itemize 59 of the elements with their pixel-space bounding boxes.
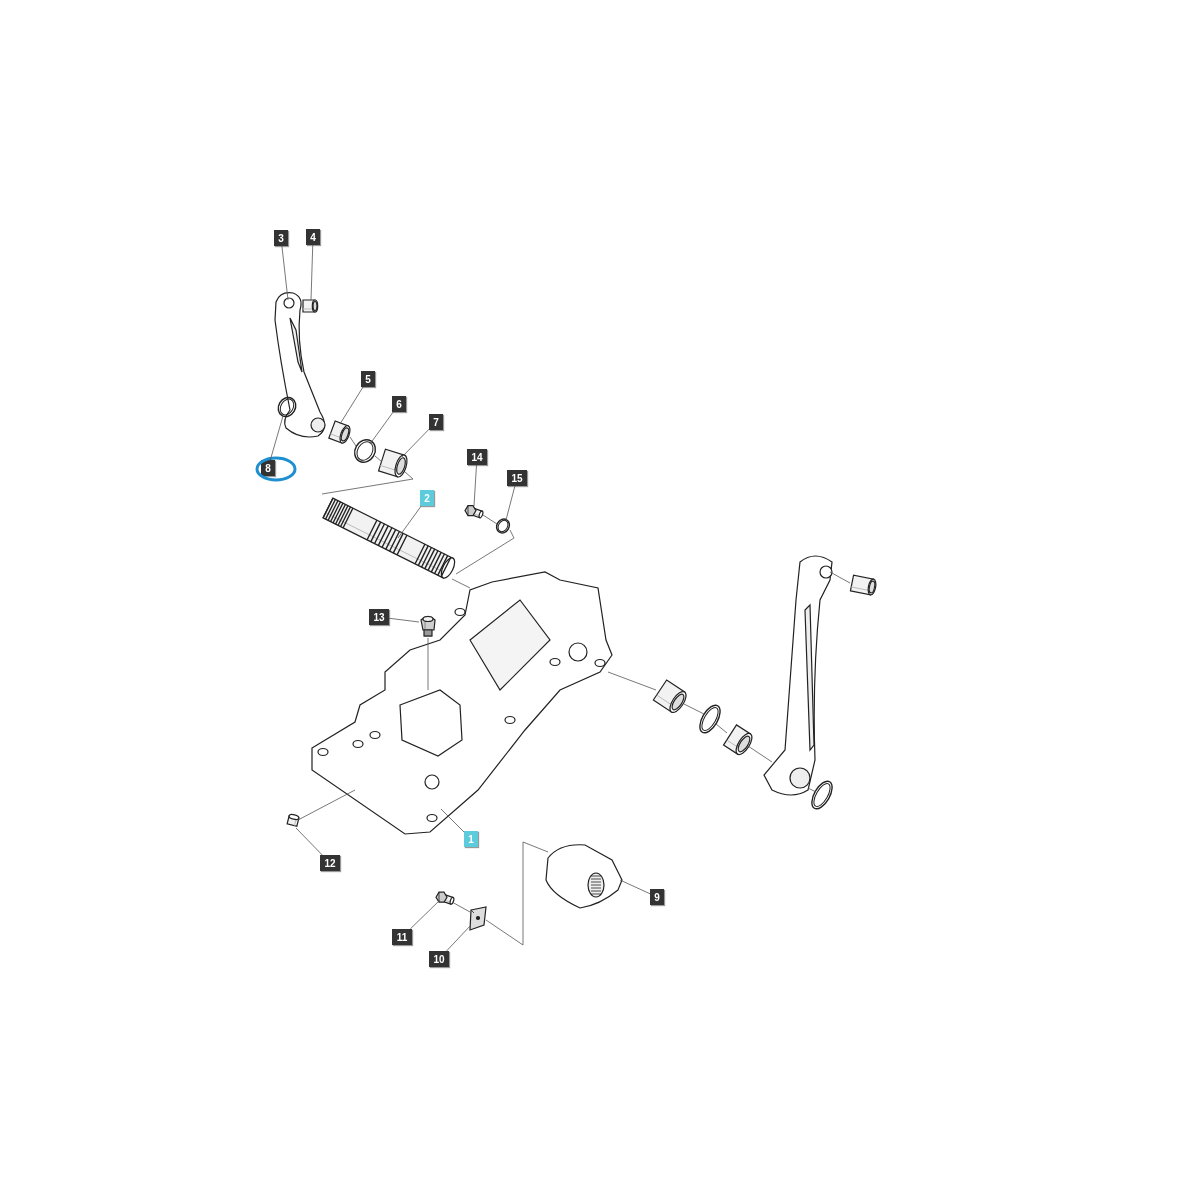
leader-line (505, 485, 516, 521)
leader-line (440, 808, 465, 833)
assembly-line (715, 723, 728, 734)
leader-line (369, 411, 394, 445)
callout-number: 7 (429, 414, 443, 430)
plug-drawing (418, 614, 438, 638)
callout-number: 5 (361, 371, 375, 387)
assembly-line (427, 637, 429, 691)
callout-number: 15 (507, 470, 527, 486)
callout-number: 3 (274, 230, 288, 246)
bushing-drawing (326, 420, 352, 444)
assembly-line (451, 901, 471, 913)
leader-line (397, 505, 422, 539)
plug-drawing (286, 813, 300, 830)
screw-drawing (435, 890, 455, 908)
seal-ring-drawing (700, 702, 720, 736)
assembly-line (683, 703, 705, 715)
callout-number: 10 (429, 951, 449, 967)
leader-line (473, 464, 477, 507)
leader-line (281, 245, 289, 301)
assembly-line (485, 841, 549, 946)
assembly-line (482, 514, 498, 525)
leader-line (388, 617, 420, 623)
assembly-line (455, 529, 515, 575)
callout-number: 2 (420, 490, 434, 506)
seal-ring-drawing (276, 396, 298, 418)
callout-number: 11 (392, 929, 412, 945)
callout-number: 6 (392, 396, 406, 412)
assembly-line (349, 436, 357, 447)
leader-line (310, 244, 314, 301)
assembly-line (321, 471, 414, 495)
clip-drawing (466, 905, 490, 932)
callout-number: 9 (650, 889, 664, 905)
leader-line (339, 386, 364, 425)
leader-line (269, 415, 284, 461)
callout-number: 14 (467, 449, 487, 465)
callout-number: 4 (306, 229, 320, 245)
leader-line (446, 924, 472, 952)
pin-drawing (300, 298, 320, 314)
bushing-drawing (376, 448, 408, 478)
callout-number: 13 (369, 609, 389, 625)
washer-drawing (495, 518, 511, 534)
leader-line (401, 428, 430, 458)
seal-ring-drawing (352, 438, 378, 464)
assembly-line (747, 745, 773, 763)
leader-line (619, 879, 651, 895)
bushing-drawing (722, 724, 752, 754)
leader-line (295, 827, 323, 856)
bushing-drawing (652, 680, 686, 712)
callout-number: 1 (464, 831, 478, 847)
assembly-line (607, 671, 657, 691)
assembly-line (374, 455, 383, 463)
leader-line (409, 899, 441, 930)
seal-ring-drawing (812, 778, 832, 812)
assembly-line (807, 787, 817, 793)
assembly-line (451, 578, 471, 589)
callout-number: 12 (320, 855, 340, 871)
assembly-line (829, 571, 851, 584)
assembly-line (297, 789, 356, 821)
